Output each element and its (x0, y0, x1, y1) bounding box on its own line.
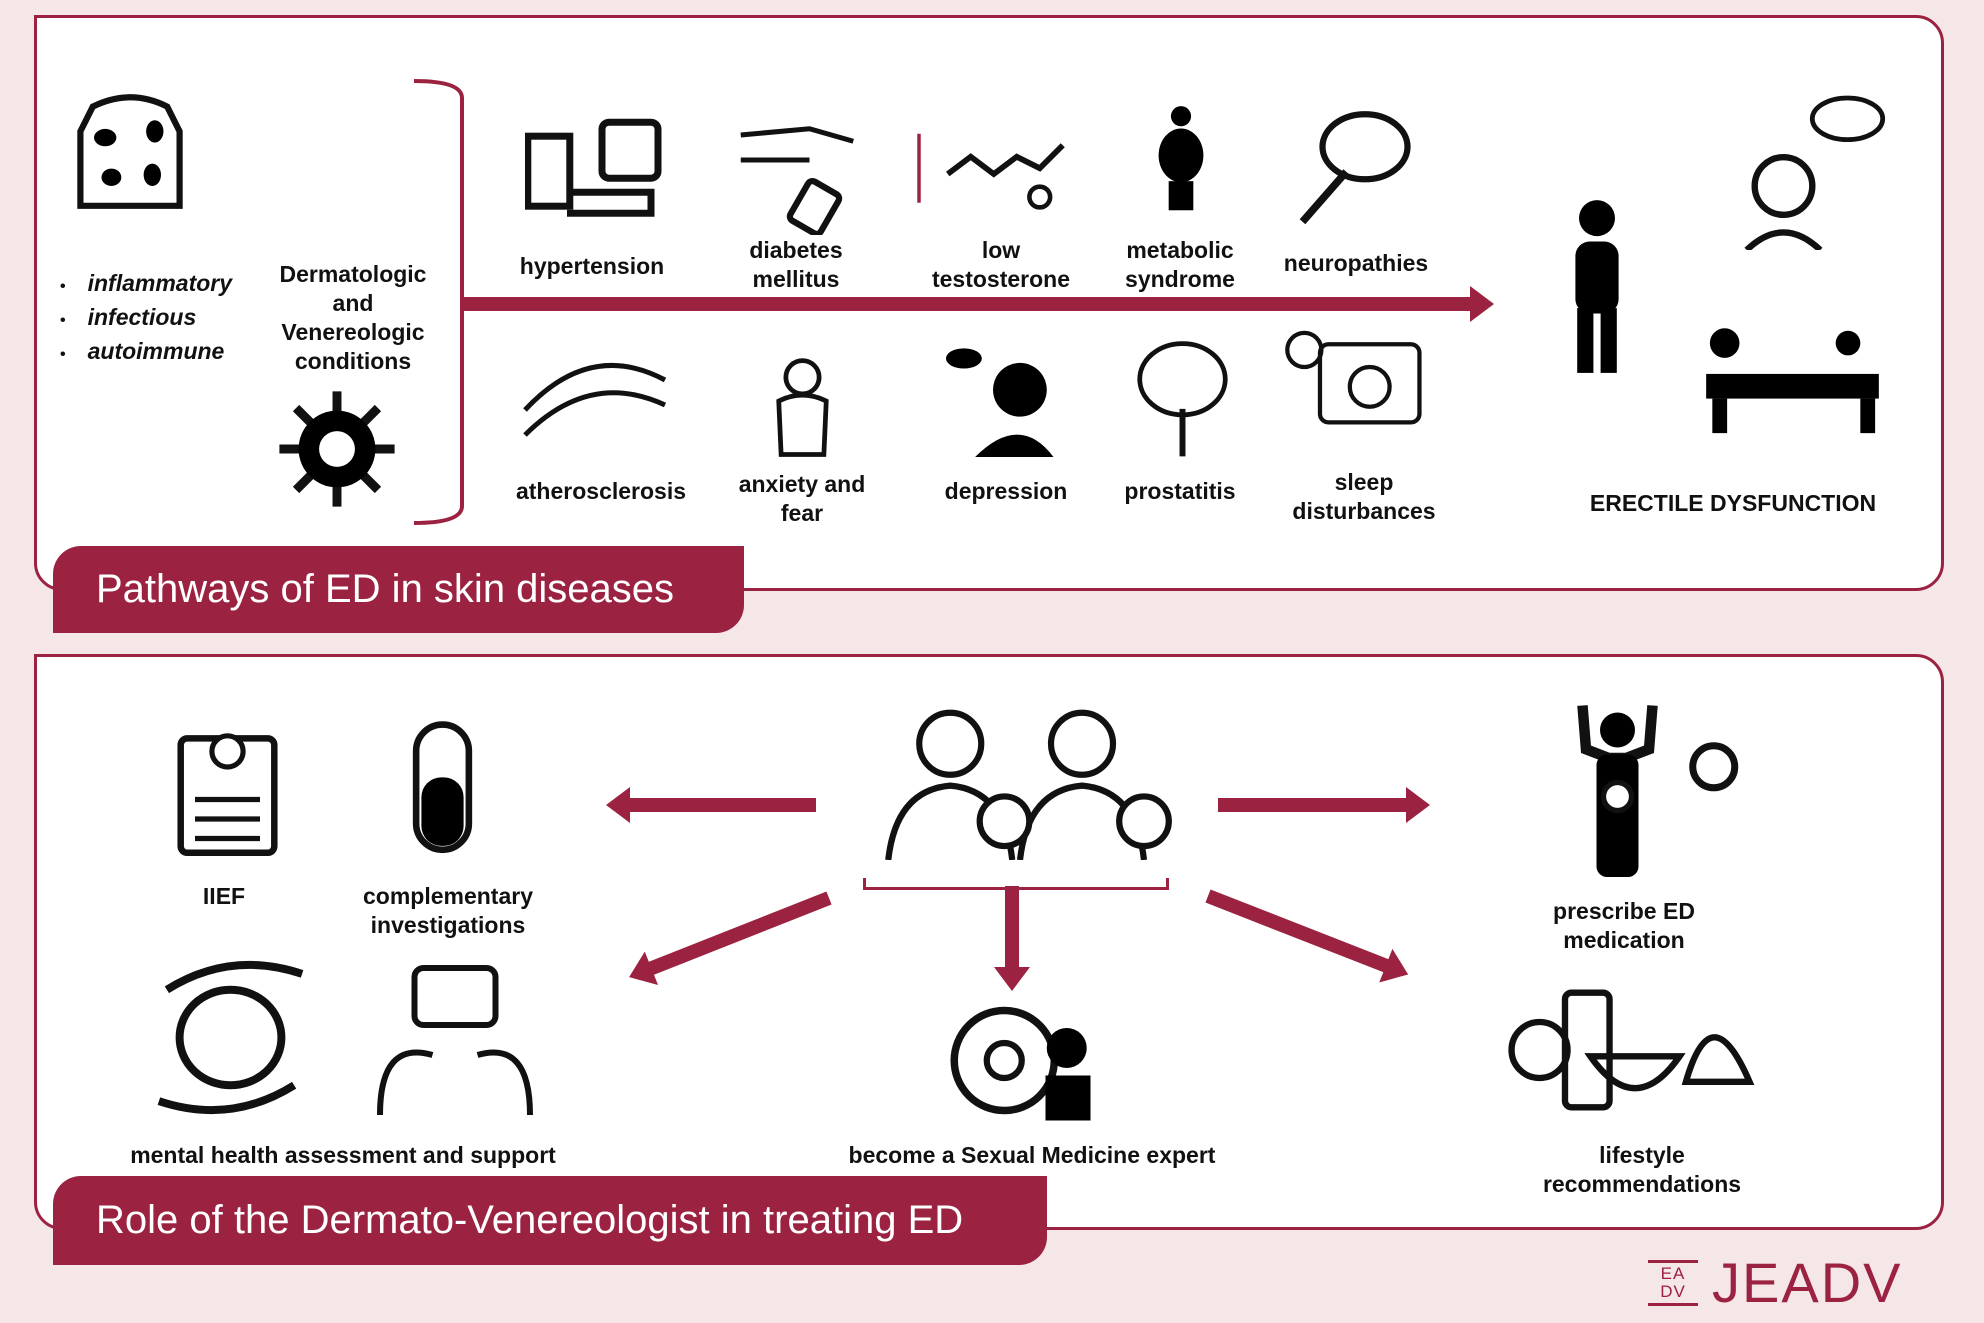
sleep-icon (1283, 330, 1428, 465)
condition-types: inflammatory infectious autoimmune (60, 268, 232, 370)
counseling-icon (370, 965, 540, 1116)
depression-icon (940, 345, 1055, 457)
artery-icon (520, 350, 670, 445)
test-tube-icon (375, 718, 510, 863)
anxiety-icon (755, 340, 850, 462)
glucose-meter-icon (732, 110, 862, 238)
pathways-title: Pathways of ED in skin diseases (53, 546, 744, 633)
arrow-down (1005, 886, 1019, 971)
doctors-icon (865, 705, 1175, 861)
erectile-dysfunction-label: ERECTILE DYSFUNCTION (1589, 490, 1877, 516)
conditions-label: Dermatologic and Venereologic conditions (279, 261, 427, 374)
worried-man-icon (1552, 195, 1642, 378)
skin-torso-icon (66, 88, 194, 212)
bullet-inflammatory: inflammatory (60, 268, 232, 302)
pathway-arrow (464, 286, 1494, 322)
brain-hands-icon (148, 950, 313, 1125)
label-neuropathies: neuropathies (1283, 250, 1429, 276)
clipboard-icon (175, 728, 280, 858)
brain-nerve-icon (1290, 103, 1415, 228)
role-panel (34, 654, 1944, 1230)
role-title: Role of the Dermato-Venereologist in tre… (53, 1176, 1047, 1265)
label-depression: depression (944, 478, 1068, 504)
bracket (413, 78, 466, 526)
label-prescribe-ed-medication: prescribe ED medication (1553, 898, 1695, 953)
label-hypertension: hypertension (519, 253, 665, 279)
virus-icon (272, 385, 402, 513)
label-prostatitis: prostatitis (1124, 478, 1236, 504)
jeadv-logo: EA DV JEADV (1648, 1250, 1903, 1315)
bullet-infectious: infectious (60, 302, 232, 336)
label-low-testosterone: low testosterone (931, 237, 1071, 292)
label-metabolic-syndrome: metabolic syndrome (1125, 237, 1235, 292)
arrow-left (626, 798, 816, 812)
label-sleep-disturbances: sleep disturbances (1292, 469, 1436, 524)
label-complementary-investigations: complementary investigations (362, 883, 533, 938)
testosterone-icon (912, 105, 1087, 220)
blood-pressure-icon (524, 108, 665, 226)
label-anxiety-and-fear: anxiety and fear (738, 471, 866, 526)
prostate-icon (1135, 337, 1230, 457)
bullet-autoimmune: autoimmune (60, 336, 232, 370)
label-iief: IIEF (202, 883, 246, 909)
eadv-mark: EA DV (1648, 1259, 1698, 1306)
sexual-medicine-icon (948, 998, 1098, 1123)
label-atherosclerosis: atherosclerosis (515, 478, 687, 504)
label-sexual-medicine-expert: become a Sexual Medicine expert (848, 1142, 1216, 1168)
arrow-right (1218, 787, 1430, 823)
medication-man-icon (1565, 703, 1740, 883)
bed-couple-icon (1700, 318, 1885, 436)
metabolic-syndrome-icon (1150, 105, 1212, 217)
label-mental-health: mental health assessment and support (130, 1142, 556, 1168)
lifestyle-icon (1505, 980, 1765, 1120)
logo-text: JEADV (1712, 1251, 1903, 1314)
sad-partner-icon (1725, 90, 1890, 253)
label-diabetes-mellitus: diabetes mellitus (749, 237, 843, 292)
label-lifestyle-recommendations: lifestyle recommendations (1542, 1142, 1742, 1197)
